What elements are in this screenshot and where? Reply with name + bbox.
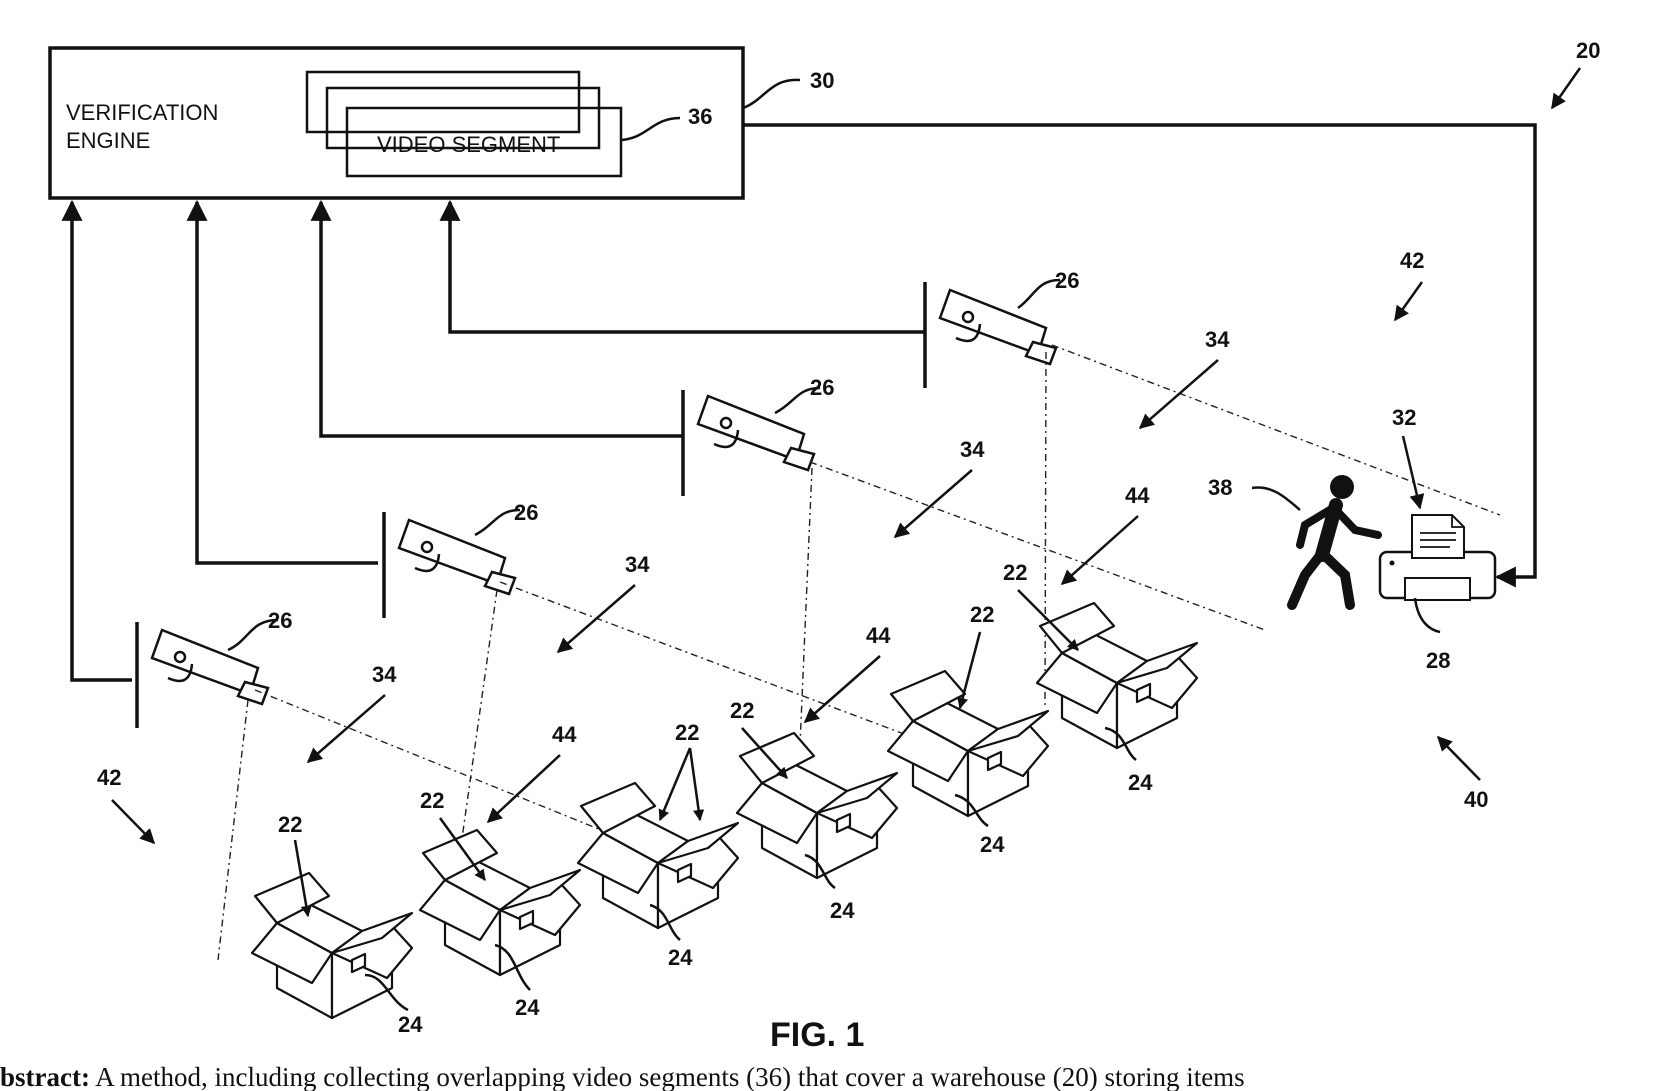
label-26-a: 26 [268, 608, 292, 633]
label-40: 40 [1464, 787, 1488, 812]
person-icon [1292, 475, 1378, 605]
label-44-a: 44 [552, 722, 577, 747]
label-20: 20 [1576, 38, 1600, 63]
camera-4: 26 [925, 268, 1079, 388]
label-44-c: 44 [1125, 483, 1150, 508]
label-34-d: 34 [1205, 327, 1230, 352]
label-26-d: 26 [1055, 268, 1079, 293]
camera-1: 26 [137, 608, 292, 728]
label-28: 28 [1426, 648, 1450, 673]
engine-title-line1: VERIFICATION [66, 100, 218, 125]
label-38: 38 [1208, 475, 1232, 500]
label-22-a: 22 [278, 812, 302, 837]
printer-icon [1380, 515, 1495, 600]
camera-3: 26 [683, 375, 834, 496]
camera-2: 26 [384, 500, 538, 618]
label-32: 32 [1392, 405, 1416, 430]
label-24-c: 24 [668, 945, 693, 970]
label-34-b: 34 [625, 552, 650, 577]
box-3 [578, 783, 738, 928]
abstract-heading: bstract: [0, 1064, 90, 1091]
box-6 [1037, 603, 1197, 748]
label-24-f: 24 [1128, 770, 1153, 795]
label-24-b: 24 [515, 995, 540, 1020]
label-24-e: 24 [980, 832, 1005, 857]
label-30: 30 [810, 68, 834, 93]
label-22-c: 22 [675, 720, 699, 745]
label-26-b: 26 [514, 500, 538, 525]
figure-label: FIG. 1 [770, 1016, 864, 1054]
label-26-c: 26 [810, 375, 834, 400]
video-segment-stack: VIDEO SEGMENT [307, 72, 621, 176]
label-34-c: 34 [960, 437, 985, 462]
engine-title-line2: ENGINE [66, 128, 150, 153]
label-24-a: 24 [398, 1012, 423, 1037]
label-24-d: 24 [830, 898, 855, 923]
label-22-e: 22 [970, 602, 994, 627]
video-segment-label: VIDEO SEGMENT [377, 132, 560, 157]
label-34-a: 34 [372, 662, 397, 687]
abstract-excerpt: bstract: A method, including collecting … [0, 1064, 1671, 1091]
label-22-f: 22 [1003, 560, 1027, 585]
label-36: 36 [688, 104, 712, 129]
abstract-text: A method, including collecting overlappi… [90, 1064, 1245, 1091]
label-42-a: 42 [97, 765, 121, 790]
label-22-b: 22 [420, 788, 444, 813]
box-1 [252, 873, 412, 1018]
label-22-d: 22 [730, 698, 754, 723]
box-5 [888, 671, 1048, 816]
box-2 [420, 830, 580, 975]
label-44-b: 44 [866, 623, 891, 648]
box-4 [737, 733, 897, 878]
label-42-b: 42 [1400, 248, 1424, 273]
